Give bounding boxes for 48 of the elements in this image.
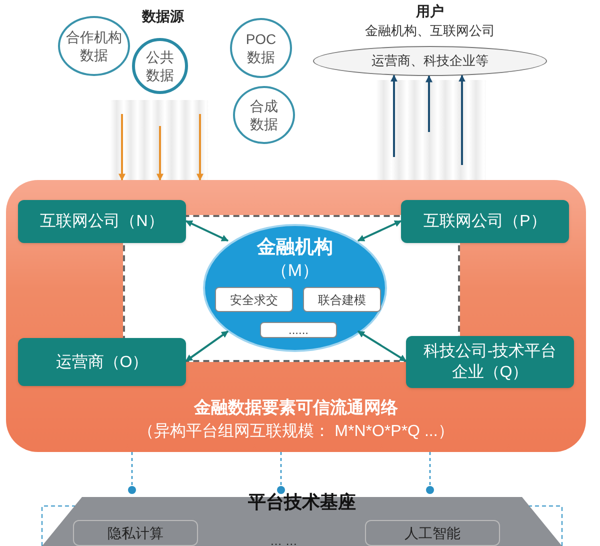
dashed-connector <box>277 452 285 494</box>
arrow <box>390 74 398 157</box>
arrow <box>196 114 204 181</box>
arrow <box>185 220 229 242</box>
tech-box <box>73 520 198 546</box>
function-box <box>260 322 337 338</box>
arrow <box>426 75 432 132</box>
arrow <box>357 220 402 242</box>
function-box <box>215 287 293 312</box>
chip-label: 安全求交 <box>230 292 278 306</box>
group-heading: 用户 <box>416 2 444 20</box>
tech-box <box>365 520 500 546</box>
chip-label: 联合建模 <box>318 292 366 306</box>
circle-label: 公共数据 <box>145 48 175 84</box>
dashed-connector <box>128 452 136 494</box>
circle-label: POC数据 <box>244 30 278 66</box>
platform-title: 平台技术基座 <box>248 491 356 514</box>
box-label: 互联网公司（N） <box>39 212 165 232</box>
platform-base <box>42 490 562 546</box>
arrow <box>357 330 407 362</box>
circle-label: 合成数据 <box>249 97 279 133</box>
network-subtitle: （异构平台组网互联规模： M*N*O*P*Q ...） <box>138 422 454 442</box>
org-box <box>406 336 574 388</box>
users-ellipse: 运营商、科技企业等 <box>313 46 547 76</box>
dashed-connector <box>426 452 434 494</box>
ellipsis-text: … … <box>270 533 298 546</box>
box-label: 科技公司-技术平台企业（Q） <box>422 342 558 383</box>
arrow <box>156 126 164 181</box>
org-box <box>18 338 186 386</box>
ellipse-title: 金融机构 <box>257 236 333 260</box>
users-group <box>313 2 547 76</box>
arrow <box>458 74 466 165</box>
org-box <box>18 200 186 243</box>
network-title: 金融数据要素可信流通网络 <box>194 397 398 419</box>
org-box <box>401 200 569 243</box>
chip-label: 人工智能 <box>404 524 460 542</box>
box-label: 互联网公司（P） <box>422 212 548 232</box>
group-heading: 数据源 <box>142 7 184 26</box>
arrow <box>118 114 126 181</box>
circle-label: 合作机构数据 <box>65 28 123 64</box>
ellipse-subtitle: （M） <box>270 260 320 282</box>
arrow <box>185 330 229 362</box>
chip-label: 隐私计算 <box>108 524 164 542</box>
box-label: 运营商（O） <box>54 352 150 372</box>
network-panel <box>6 180 586 452</box>
function-box <box>303 287 381 312</box>
group-subheading: 金融机构、互联网公司 <box>365 22 495 40</box>
chip-label: ...... <box>288 323 308 337</box>
